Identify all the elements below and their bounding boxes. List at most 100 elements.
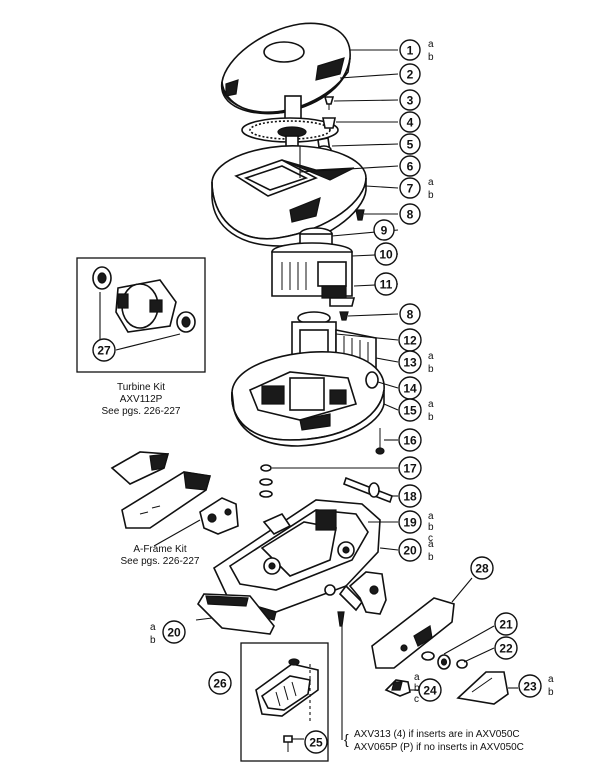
svg-text:c: c <box>414 694 419 705</box>
callout-3: 3 <box>399 89 421 111</box>
part-bottom-housing <box>231 351 385 447</box>
callout-12: 12 <box>398 328 422 352</box>
svg-text:28: 28 <box>475 562 489 576</box>
part-clip <box>384 679 411 697</box>
svg-text:8: 8 <box>407 308 414 322</box>
svg-text:b: b <box>548 687 554 698</box>
svg-text:a: a <box>428 39 434 50</box>
callout-16: 16 <box>398 428 422 452</box>
svg-text:21: 21 <box>499 618 513 632</box>
callout-26: 26 <box>208 671 232 695</box>
part-rear-bracket <box>324 571 387 627</box>
svg-text:1: 1 <box>407 44 414 58</box>
callout-10: 10 <box>374 242 398 266</box>
svg-text:26: 26 <box>213 677 227 691</box>
svg-text:b: b <box>428 552 434 563</box>
callout-20-right: 20 a b <box>398 538 434 563</box>
callout-7: 7 a b <box>399 177 434 201</box>
svg-text:16: 16 <box>403 434 417 448</box>
svg-text:a: a <box>150 622 156 633</box>
part-side-shoe <box>371 597 455 669</box>
callout-18: 18 <box>398 484 422 508</box>
svg-text:a: a <box>414 672 420 683</box>
callout-14: 14 <box>398 376 422 400</box>
svg-text:A-Frame Kit: A-Frame Kit <box>133 544 187 555</box>
svg-text:19: 19 <box>403 516 417 530</box>
svg-text:15: 15 <box>403 404 417 418</box>
part-washers <box>421 651 468 670</box>
svg-text:Turbine Kit: Turbine Kit <box>117 382 165 393</box>
callout-21: 21 <box>494 612 518 636</box>
callout-20-left: 20 a b <box>150 620 186 646</box>
svg-text:b: b <box>414 683 420 694</box>
callout-8-upper: 8 <box>399 203 421 225</box>
part-axle <box>343 476 393 504</box>
svg-text:a: a <box>428 351 434 362</box>
part-top-housing <box>211 145 367 247</box>
callout-27: 27 <box>92 338 116 362</box>
svg-text:b: b <box>428 52 434 63</box>
callout-22: 22 <box>494 636 518 660</box>
svg-text:AXV313 (4) if inserts are in A: AXV313 (4) if inserts are in AXV050C <box>354 729 520 740</box>
callout-17: 17 <box>398 456 422 480</box>
svg-text:6: 6 <box>407 160 414 174</box>
callout-15: 15 a b <box>398 398 434 423</box>
svg-text:27: 27 <box>97 344 111 358</box>
part-motor-block <box>271 227 356 307</box>
callout-11: 11 <box>374 272 398 296</box>
svg-text:9: 9 <box>381 224 388 238</box>
svg-text:a: a <box>428 177 434 188</box>
svg-text:5: 5 <box>407 138 414 152</box>
callout-6: 6 <box>399 155 421 177</box>
callout-23: 23 a b <box>518 674 554 698</box>
svg-text:AXV112P: AXV112P <box>120 394 163 405</box>
svg-text:a: a <box>428 511 434 522</box>
svg-text:12: 12 <box>403 334 417 348</box>
part-screw-16 <box>375 428 385 455</box>
part-side-handles <box>110 451 239 535</box>
callout-13: 13 a b <box>398 350 434 375</box>
leader-lines <box>153 49 518 740</box>
svg-text:7: 7 <box>407 182 414 196</box>
svg-text:a: a <box>428 399 434 410</box>
svg-text:See pgs. 226-227: See pgs. 226-227 <box>121 556 200 567</box>
svg-text:{: { <box>344 731 349 747</box>
aframe-kit-caption: A-Frame Kit See pgs. 226-227 <box>121 544 200 567</box>
callout-4: 4 <box>399 111 421 133</box>
svg-text:c: c <box>428 533 433 544</box>
svg-text:4: 4 <box>407 116 414 130</box>
svg-text:20: 20 <box>167 626 181 640</box>
svg-text:a: a <box>548 674 554 685</box>
callout-19: 19 a b c <box>398 510 434 544</box>
svg-text:22: 22 <box>499 642 513 656</box>
svg-text:18: 18 <box>403 490 417 504</box>
part-front-bumper <box>196 593 275 635</box>
svg-text:See pgs. 226-227: See pgs. 226-227 <box>102 406 181 417</box>
svg-text:b: b <box>428 412 434 423</box>
svg-text:10: 10 <box>379 248 393 262</box>
svg-text:8: 8 <box>407 208 414 222</box>
callout-9: 9 <box>373 219 395 241</box>
svg-text:13: 13 <box>403 356 417 370</box>
svg-text:24: 24 <box>423 684 437 698</box>
part-screw-8 <box>355 209 365 221</box>
svg-text:b: b <box>428 364 434 375</box>
svg-text:23: 23 <box>523 680 537 694</box>
part-fasteners-17 <box>259 464 273 498</box>
svg-text:20: 20 <box>403 544 417 558</box>
svg-text:b: b <box>428 522 434 533</box>
callout-24: 24 a b c <box>414 672 442 705</box>
svg-text:b: b <box>428 190 434 201</box>
part-front-shoe <box>456 671 509 705</box>
svg-text:17: 17 <box>403 462 417 476</box>
svg-text:2: 2 <box>407 68 414 82</box>
part-screw-8b <box>339 311 349 321</box>
svg-text:AXV065P (P) if no inserts in A: AXV065P (P) if no inserts in AXV050C <box>354 742 524 753</box>
svg-text:11: 11 <box>380 278 393 292</box>
svg-text:14: 14 <box>403 382 417 396</box>
footnote-caption: { AXV313 (4) if inserts are in AXV050C A… <box>344 729 524 753</box>
svg-text:a: a <box>428 539 434 550</box>
svg-text:b: b <box>150 635 156 646</box>
svg-text:3: 3 <box>407 94 414 108</box>
